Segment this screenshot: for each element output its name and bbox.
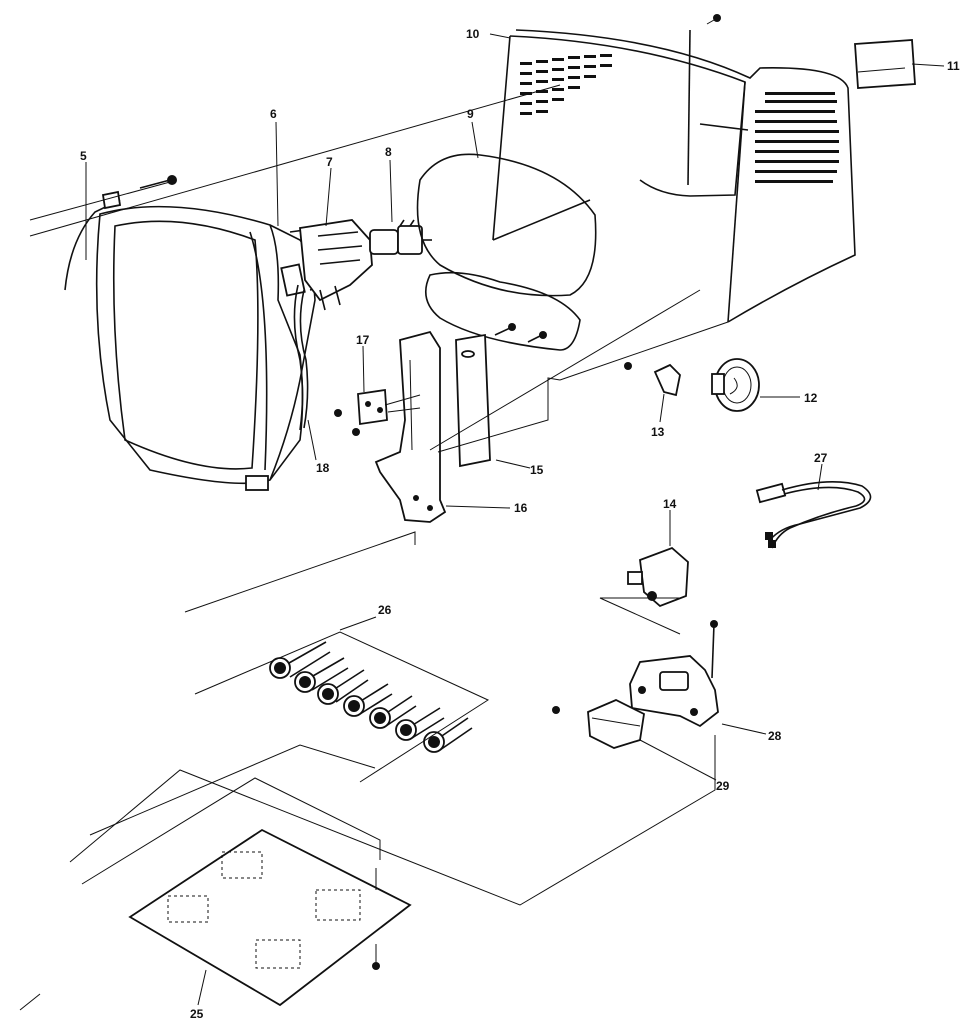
power-block-part (629, 620, 719, 728)
tube-bottom-ear (245, 475, 269, 491)
small-bracket-part (334, 388, 421, 436)
cabinet-bottom-ledge (639, 179, 691, 197)
callout-26: 26 (378, 603, 392, 617)
control-knob (343, 683, 393, 717)
control-knob (317, 669, 369, 705)
control-knob (269, 641, 331, 679)
cabinet-side-vents (755, 92, 839, 183)
callout-25: 25 (190, 1007, 204, 1021)
cabinet-part (492, 14, 856, 323)
cabinet-top-edge (509, 35, 746, 197)
callout-7: 7 (326, 155, 333, 169)
callout-11: 11 (947, 59, 960, 73)
side-bracket-part (455, 333, 491, 468)
control-knob (294, 657, 349, 693)
switch-guide-line (599, 597, 681, 635)
cable-part (755, 481, 872, 549)
callout-15: 15 (530, 463, 544, 477)
callout-28: 28 (768, 729, 782, 743)
tube-mounting-ear (280, 263, 306, 297)
tube-side-strap (64, 199, 121, 291)
cabinet-side-edge (727, 81, 746, 323)
callout-18: 18 (316, 461, 330, 475)
callout-29: 29 (716, 779, 730, 793)
cabinet-bottom-edge (492, 199, 591, 241)
picture-tube-part (64, 175, 346, 491)
callout-13: 13 (651, 425, 665, 439)
callout-6: 6 (270, 107, 277, 121)
deflection-yoke-part (299, 219, 373, 311)
fuse-holder-part (552, 699, 645, 749)
cabinet-inner-line (687, 29, 691, 186)
control-knob (369, 695, 417, 729)
cabinet-shell (515, 29, 856, 323)
control-knob (395, 707, 445, 741)
callout-10: 10 (466, 27, 480, 41)
callout-16: 16 (514, 501, 528, 515)
callout-9: 9 (467, 107, 474, 121)
callout-12: 12 (804, 391, 818, 405)
tube-mount-screw-icon (101, 175, 177, 210)
phantom-lines (19, 84, 729, 1011)
neck-component-part (369, 219, 432, 255)
bracket-screw-icon (494, 323, 547, 343)
callout-leaders (85, 33, 945, 1006)
speaker-part (711, 358, 760, 412)
switch-block-part (627, 546, 689, 608)
callout-14: 14 (663, 497, 677, 511)
tube-screen-rim (249, 231, 268, 471)
mask-shield-part (416, 153, 597, 351)
cabinet-front-vents (520, 54, 612, 115)
tube-screen-face (112, 220, 259, 470)
callout-17: 17 (356, 333, 370, 347)
cabinet-screw-icon (706, 14, 721, 25)
callout-8: 8 (385, 145, 392, 159)
knob-part (624, 362, 681, 397)
cabinet-inner-ledge (699, 123, 749, 131)
circuit-board-part (128, 828, 412, 1007)
cabinet-left-edge (492, 35, 511, 241)
callout-5: 5 (80, 149, 87, 163)
label-plate-part (854, 39, 916, 89)
tube-wire-part (293, 284, 309, 431)
callout-27: 27 (814, 451, 828, 465)
control-knob (423, 717, 473, 753)
control-knobs-part (269, 641, 473, 753)
mounting-bracket-part (374, 330, 447, 523)
